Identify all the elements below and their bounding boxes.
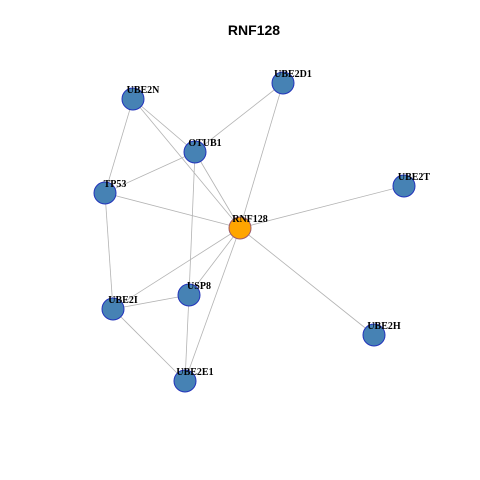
edge-otub1-usp8 (188, 151, 196, 296)
edge-ube2d1-otub1 (194, 82, 284, 153)
node-ube2e1[interactable] (173, 369, 197, 393)
node-ube2h[interactable] (362, 323, 386, 347)
node-layer (93, 71, 416, 393)
node-ube2t[interactable] (392, 174, 416, 198)
node-label-ube2d1: UBE2D1 (274, 69, 312, 80)
node-label-rnf128: RNF128 (232, 214, 268, 225)
edge-tp53-rnf128 (104, 192, 241, 229)
node-label-otub1: OTUB1 (188, 138, 221, 149)
node-label-usp8: USP8 (187, 281, 211, 292)
node-rnf128[interactable] (228, 216, 252, 240)
edge-rnf128-ube2h (239, 227, 375, 336)
edge-ube2d1-rnf128 (239, 82, 284, 229)
node-label-ube2n: UBE2N (127, 85, 161, 96)
node-label-ube2e1: UBE2E1 (176, 367, 213, 378)
edge-rnf128-usp8 (188, 227, 241, 296)
node-label-tp53: TP53 (104, 179, 127, 190)
graph-title: RNF128 (228, 22, 280, 38)
edge-rnf128-ube2e1 (184, 227, 241, 382)
edge-ube2n-tp53 (104, 98, 134, 194)
edge-ube2t-rnf128 (239, 185, 405, 229)
edge-usp8-ube2e1 (184, 294, 190, 382)
edge-ube2i-ube2e1 (112, 308, 186, 382)
node-label-ube2h: UBE2H (367, 321, 401, 332)
edge-rnf128-ube2i (112, 227, 241, 310)
edge-ube2n-rnf128 (132, 98, 241, 229)
node-label-ube2i: UBE2I (108, 295, 138, 306)
node-otub1[interactable] (183, 140, 207, 164)
node-ube2i[interactable] (101, 297, 125, 321)
edge-tp53-ube2i (104, 192, 114, 310)
edge-layer (104, 82, 405, 382)
edge-otub1-rnf128 (194, 151, 241, 229)
node-ube2n[interactable] (121, 87, 145, 111)
node-usp8[interactable] (177, 283, 201, 307)
edge-otub1-tp53 (104, 151, 196, 194)
edge-ube2n-otub1 (132, 98, 196, 153)
edge-usp8-ube2i (112, 294, 190, 310)
node-label-ube2t: UBE2T (398, 172, 431, 183)
node-tp53[interactable] (93, 181, 117, 205)
node-ube2d1[interactable] (271, 71, 295, 95)
